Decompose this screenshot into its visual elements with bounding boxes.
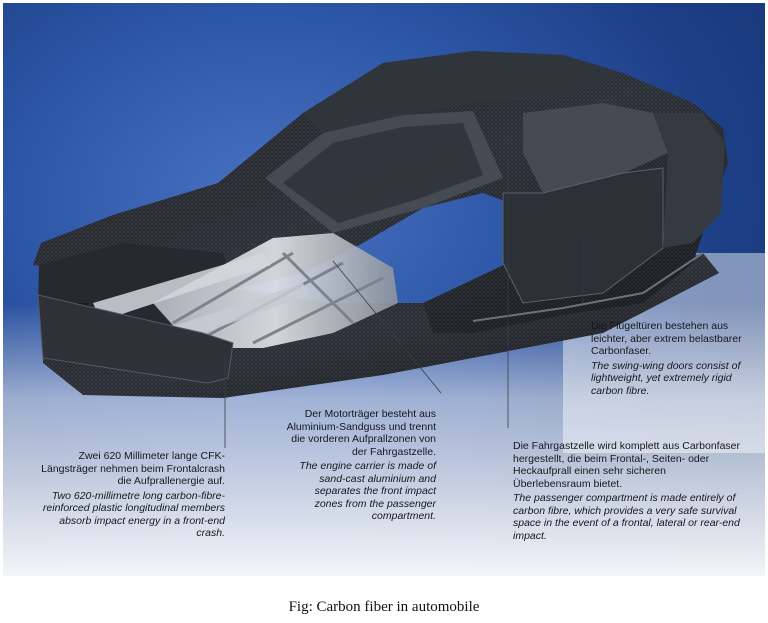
annotation-longitudinal-members-de: Zwei 620 Millimeter lange CFK-Längsträge… bbox=[41, 450, 225, 487]
cockpit-interior bbox=[283, 123, 483, 223]
sill-highlight bbox=[472, 252, 704, 322]
annotation-engine-carrier: Der Motorträger besteht aus Aluminium-Sa… bbox=[286, 408, 436, 523]
longitudinal-member-left bbox=[93, 253, 271, 321]
figure-caption: Fig: Carbon fiber in automobile bbox=[288, 599, 480, 615]
annotation-doors-de: Die Flügeltüren bestehen aus leichter, a… bbox=[591, 320, 742, 357]
annotation-passenger-cell-de: Die Fahrgastzelle wird komplett aus Carb… bbox=[513, 440, 741, 490]
annotation-engine-carrier-de: Der Motorträger besteht aus Aluminium-Sa… bbox=[286, 408, 436, 458]
leader-line-engine bbox=[332, 260, 442, 394]
annotation-engine-carrier-en: The engine carrier is made of sand-cast … bbox=[299, 460, 436, 522]
annotation-doors: Die Flügeltüren bestehen aus leichter, a… bbox=[591, 320, 751, 397]
side-window bbox=[523, 103, 668, 193]
annotation-passenger-cell: Die Fahrgastzelle wird komplett aus Carb… bbox=[513, 440, 743, 542]
gullwing-door bbox=[503, 168, 663, 303]
rear-fender bbox=[653, 113, 725, 248]
carbon-chassis-figure: Die Flügeltüren bestehen aus leichter, a… bbox=[3, 3, 765, 576]
car-chassis-illustration bbox=[3, 51, 765, 576]
annotation-longitudinal-members-en: Two 620-millimetre long carbon-fibre-rei… bbox=[42, 489, 225, 540]
annotation-doors-en: The swing-wing doors consist of lightwei… bbox=[591, 359, 741, 397]
front-crash-plate bbox=[37, 294, 234, 384]
annotation-passenger-cell-en: The passenger compartment is made entire… bbox=[513, 492, 740, 542]
annotation-longitudinal-members: Zwei 620 Millimeter lange CFK-Längsträge… bbox=[35, 450, 225, 540]
